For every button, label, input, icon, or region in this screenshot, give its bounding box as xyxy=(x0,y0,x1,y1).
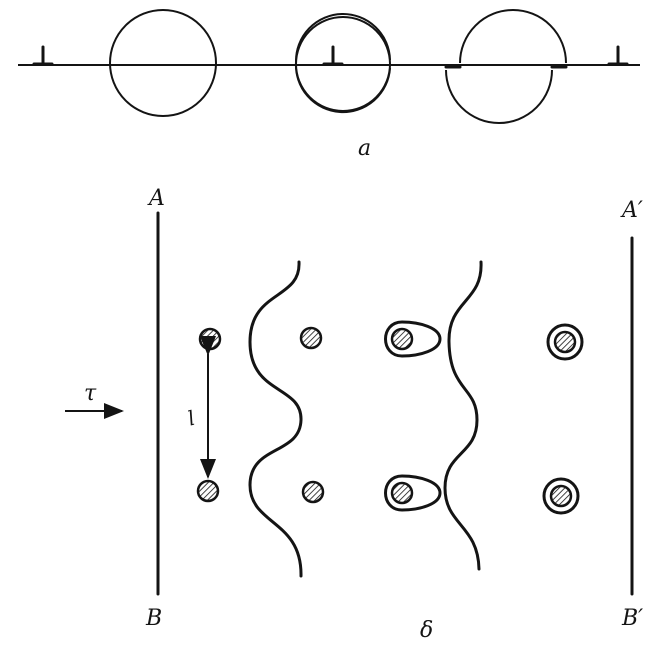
panel-b-label: δ xyxy=(420,618,433,643)
obstacle-particle xyxy=(301,480,325,504)
obstacle-particle xyxy=(196,479,220,503)
spacing-label: l xyxy=(185,406,197,431)
bowed-dislocation-line-1 xyxy=(248,260,303,578)
panel-b: A B A′ B′ τ l xyxy=(65,186,643,643)
label-a: A xyxy=(147,186,165,211)
particle-with-ring-bottom xyxy=(542,477,580,515)
dislocation-symbol-middle xyxy=(322,45,344,66)
label-b: B xyxy=(145,606,162,631)
dislocation-symbol-left xyxy=(32,45,54,66)
dislocation-symbol-right xyxy=(607,45,629,66)
panel-a: a xyxy=(18,9,640,161)
particle-with-ring-top xyxy=(546,323,584,361)
label-b-prime: B′ xyxy=(621,606,643,631)
panel-a-label: a xyxy=(358,136,371,161)
obstacle-particle xyxy=(299,326,323,350)
bowed-dislocation-line-2 xyxy=(443,260,483,571)
particle-with-loop-bottom xyxy=(384,474,442,512)
obstacle-particle xyxy=(198,327,222,351)
label-a-prime: A′ xyxy=(620,198,643,223)
particle-circle-2-outline xyxy=(295,16,391,112)
stress-label: τ xyxy=(84,381,97,406)
particle-with-loop-top xyxy=(384,320,442,358)
particle-circle-1 xyxy=(109,9,217,117)
particle-circle-3-sheared xyxy=(444,9,568,124)
